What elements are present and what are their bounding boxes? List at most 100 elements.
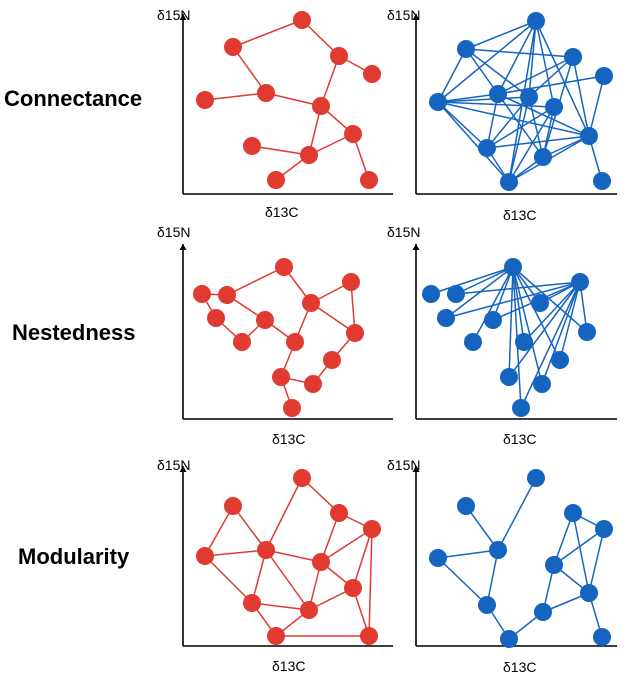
nestedness-blue-node — [531, 294, 549, 312]
nestedness-red-x-label: δ13C — [272, 431, 305, 447]
nestedness-blue-edge — [492, 266, 514, 321]
connectance-red-y-label: δ15N — [157, 7, 190, 23]
nestedness-red-node — [218, 286, 236, 304]
modularity-blue-edge — [553, 528, 605, 566]
modularity-blue-node — [545, 556, 563, 574]
modularity-blue-edge — [588, 528, 605, 594]
modularity-red-node — [243, 594, 261, 612]
nestedness-blue-edge — [523, 281, 581, 343]
modularity-blue-y-arrow — [412, 466, 420, 472]
modularity-red-edge — [320, 528, 373, 563]
connectance-red-edge — [251, 145, 310, 156]
connectance-blue-edge — [497, 20, 537, 95]
connectance-blue-edge — [486, 96, 530, 149]
modularity-red-node — [196, 547, 214, 565]
connectance-blue-node — [595, 67, 613, 85]
nestedness-red-edge — [226, 266, 285, 296]
connectance-red-x-label: δ13C — [265, 204, 298, 220]
modularity-blue-node — [580, 584, 598, 602]
nestedness-blue-edge — [508, 266, 514, 378]
modularity-blue-edge — [437, 557, 488, 606]
connectance-blue-node — [534, 148, 552, 166]
nestedness-blue-y-arrow — [412, 244, 420, 250]
connectance-blue-edge — [572, 56, 590, 137]
connectance-blue-edge — [528, 96, 544, 158]
connectance-blue-node — [478, 139, 496, 157]
connectance-blue-edge — [437, 93, 499, 103]
modularity-red-node — [293, 469, 311, 487]
nestedness-red-node — [302, 294, 320, 312]
nestedness-blue-edge — [455, 281, 581, 295]
nestedness-blue-edge — [472, 266, 514, 343]
modularity-blue-node — [595, 520, 613, 538]
connectance-blue-edge — [528, 56, 574, 98]
nestedness-blue-node — [437, 309, 455, 327]
nestedness-blue-edge — [512, 266, 525, 343]
nestedness-blue-edge — [445, 281, 581, 319]
connectance-blue-edge — [497, 93, 590, 137]
connectance-blue-edge — [486, 106, 555, 149]
modularity-red-edge — [265, 549, 310, 611]
modularity-blue-edge — [465, 505, 499, 551]
nestedness-red-y-label: δ15N — [157, 224, 190, 240]
row-label-modularity: Modularity — [18, 544, 130, 569]
modularity-blue-node — [593, 628, 611, 646]
connectance-red-node — [293, 11, 311, 29]
nestedness-blue-node — [571, 273, 589, 291]
connectance-red-node — [312, 97, 330, 115]
nestedness-blue-edge — [512, 266, 588, 333]
connectance-blue-node — [593, 172, 611, 190]
modularity-blue-node — [489, 541, 507, 559]
nestedness-blue-edge — [430, 266, 514, 295]
nestedness-blue-x-label: δ13C — [503, 431, 536, 447]
connectance-red-edge — [265, 92, 322, 107]
nestedness-blue-edge — [520, 281, 581, 409]
connectance-blue-edge — [437, 20, 537, 103]
connectance-blue-edge — [437, 101, 488, 149]
connectance-blue-y-label: δ15N — [387, 7, 420, 23]
modularity-blue-edge — [486, 549, 499, 606]
modularity-red-edge — [251, 549, 267, 604]
connectance-blue-node — [500, 173, 518, 191]
connectance-red-node — [257, 84, 275, 102]
connectance-red-node — [243, 137, 261, 155]
connectance-red-edge — [232, 46, 267, 94]
modularity-red-node — [360, 627, 378, 645]
nestedness-red-node — [304, 375, 322, 393]
connectance-blue-edge — [465, 48, 530, 98]
modularity-red-edge — [204, 505, 234, 557]
modularity-red-y-label: δ15N — [157, 457, 190, 473]
modularity-red-edge — [204, 549, 267, 557]
nestedness-blue-node — [500, 368, 518, 386]
modularity-blue-node — [457, 497, 475, 515]
nestedness-red-node — [193, 285, 211, 303]
connectance-blue-node — [545, 98, 563, 116]
modularity-red-edge — [204, 555, 253, 604]
nestedness-red-node — [323, 351, 341, 369]
modularity-red-node — [300, 601, 318, 619]
modularity-red-edge — [352, 528, 373, 589]
nestedness-blue-edge — [508, 281, 581, 378]
nestedness-blue-edge — [455, 266, 514, 295]
modularity-blue-node — [478, 596, 496, 614]
connectance-red-edge — [232, 19, 303, 48]
nestedness-blue-node — [551, 351, 569, 369]
connectance-blue-x-label: δ13C — [503, 207, 536, 223]
nestedness-blue-node — [515, 333, 533, 351]
connectance-blue-edge — [535, 20, 555, 108]
connectance-blue-edge — [508, 106, 555, 183]
connectance-blue-edge — [497, 93, 544, 158]
modularity-red-edge — [251, 602, 310, 611]
nestedness-blue-node — [447, 285, 465, 303]
connectance-red-node — [330, 47, 348, 65]
connectance-blue-edge — [508, 96, 530, 183]
connectance-red-node — [267, 171, 285, 189]
modularity-red-node — [344, 579, 362, 597]
connectance-blue-edge — [535, 20, 590, 137]
nestedness-red-node — [207, 309, 225, 327]
nestedness-blue-node — [504, 258, 522, 276]
connectance-blue-edge — [437, 96, 530, 103]
connectance-blue-edge — [497, 56, 574, 95]
nestedness-blue-node — [422, 285, 440, 303]
